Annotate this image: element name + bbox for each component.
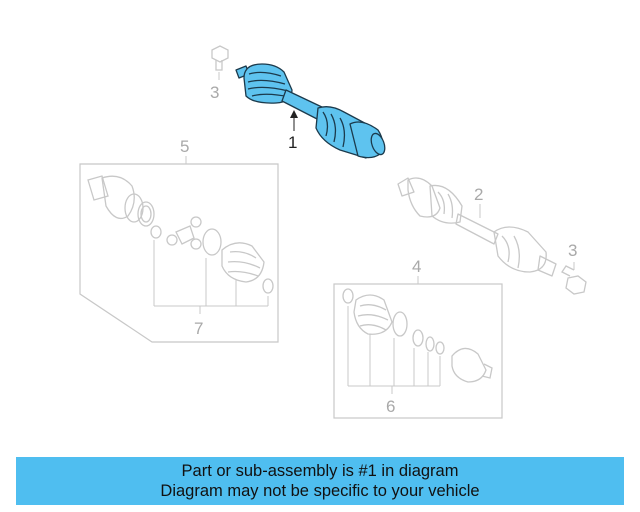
callout-3-top[interactable]: 3 — [210, 83, 219, 102]
callout-5[interactable]: 5 — [180, 137, 189, 156]
banner-line-1: Part or sub-assembly is #1 in diagram — [181, 462, 459, 480]
callout-3-right[interactable]: 3 — [568, 241, 577, 260]
kit-box-5 — [79, 163, 279, 343]
axle-shaft-part-1[interactable] — [235, 63, 387, 159]
callout-1[interactable]: 1 — [288, 133, 297, 152]
inner-joint-parts-5[interactable] — [87, 175, 274, 294]
bolt-part-3-top[interactable] — [211, 45, 229, 71]
info-banner: Part or sub-assembly is #1 in diagram Di… — [16, 457, 624, 505]
parts-diagram: 1 3 5 — [79, 45, 587, 419]
callout-7[interactable]: 7 — [194, 319, 203, 338]
bracket-7 — [153, 240, 269, 314]
axle-shaft-part-2[interactable] — [397, 177, 557, 277]
banner-line-2: Diagram may not be specific to your vehi… — [160, 482, 480, 500]
callout-6[interactable]: 6 — [386, 397, 395, 416]
kit-box-4 — [333, 283, 503, 419]
callout-2[interactable]: 2 — [474, 185, 483, 204]
bolt-part-3-right[interactable] — [561, 265, 587, 295]
bracket-6 — [347, 306, 441, 394]
outer-joint-parts-4[interactable] — [342, 288, 493, 383]
callout-4[interactable]: 4 — [412, 257, 421, 276]
leader-1-arrow — [290, 110, 298, 118]
